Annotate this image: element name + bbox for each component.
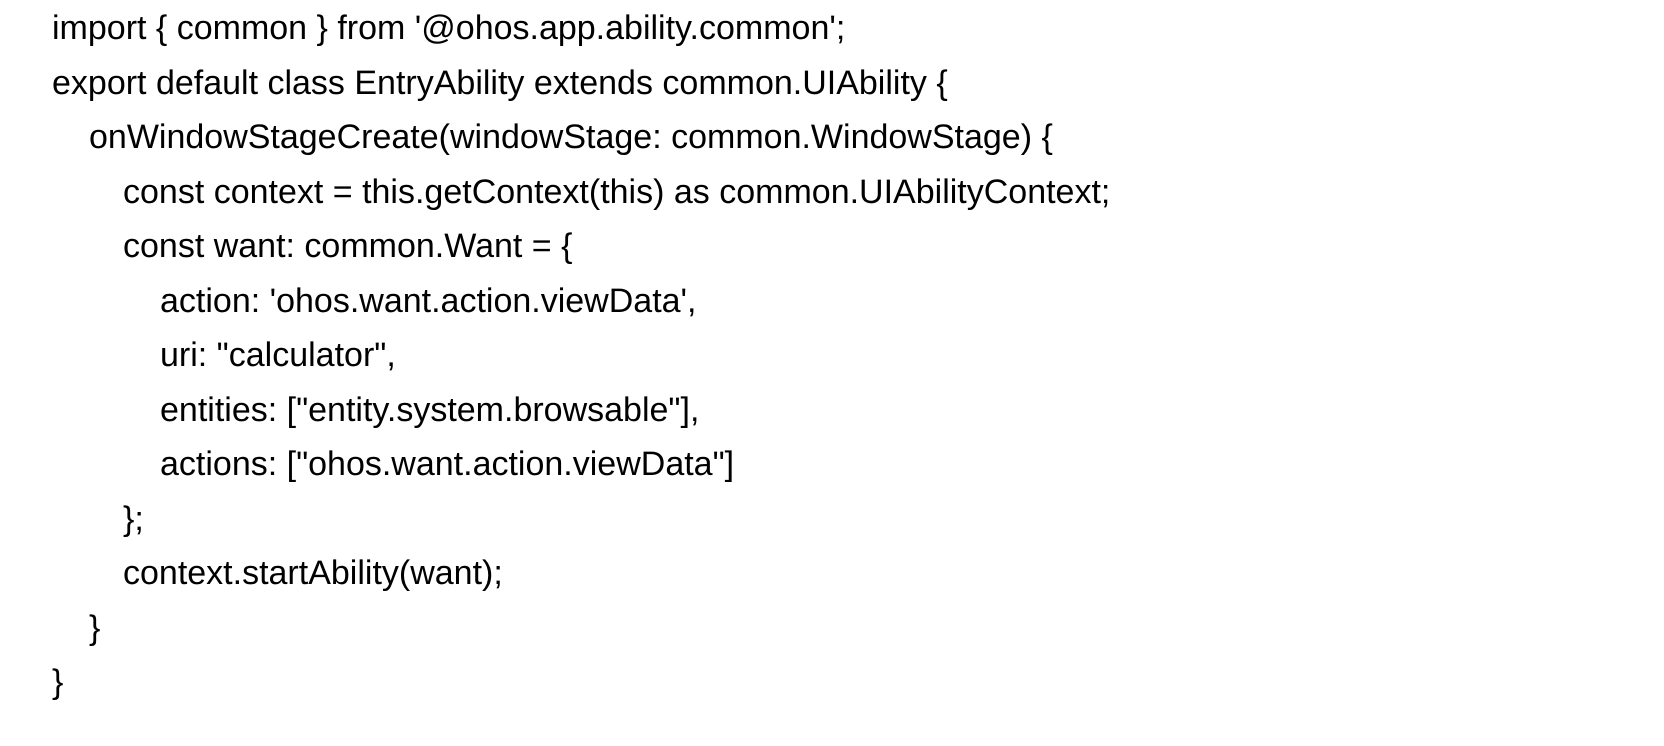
code-line: actions: ["ohos.want.action.viewData"] (160, 445, 735, 483)
code-line: onWindowStageCreate(windowStage: common.… (89, 118, 1053, 156)
code-line: export default class EntryAbility extend… (52, 63, 948, 102)
code-line: context.startAbility(want); (123, 554, 503, 592)
code-line: entities: ["entity.system.browsable"], (160, 390, 700, 429)
code-line: import { common } from '@ohos.app.abilit… (52, 9, 846, 47)
code-line: }; (123, 499, 144, 538)
code-line: const context = this.getContext(this) as… (123, 172, 1111, 211)
code-line: action: 'ohos.want.action.viewData', (160, 281, 697, 320)
code-line: } (52, 663, 64, 701)
code-line: const want: common.Want = { (123, 227, 573, 265)
code-line: } (89, 608, 101, 647)
code-line: uri: "calculator", (160, 336, 396, 374)
